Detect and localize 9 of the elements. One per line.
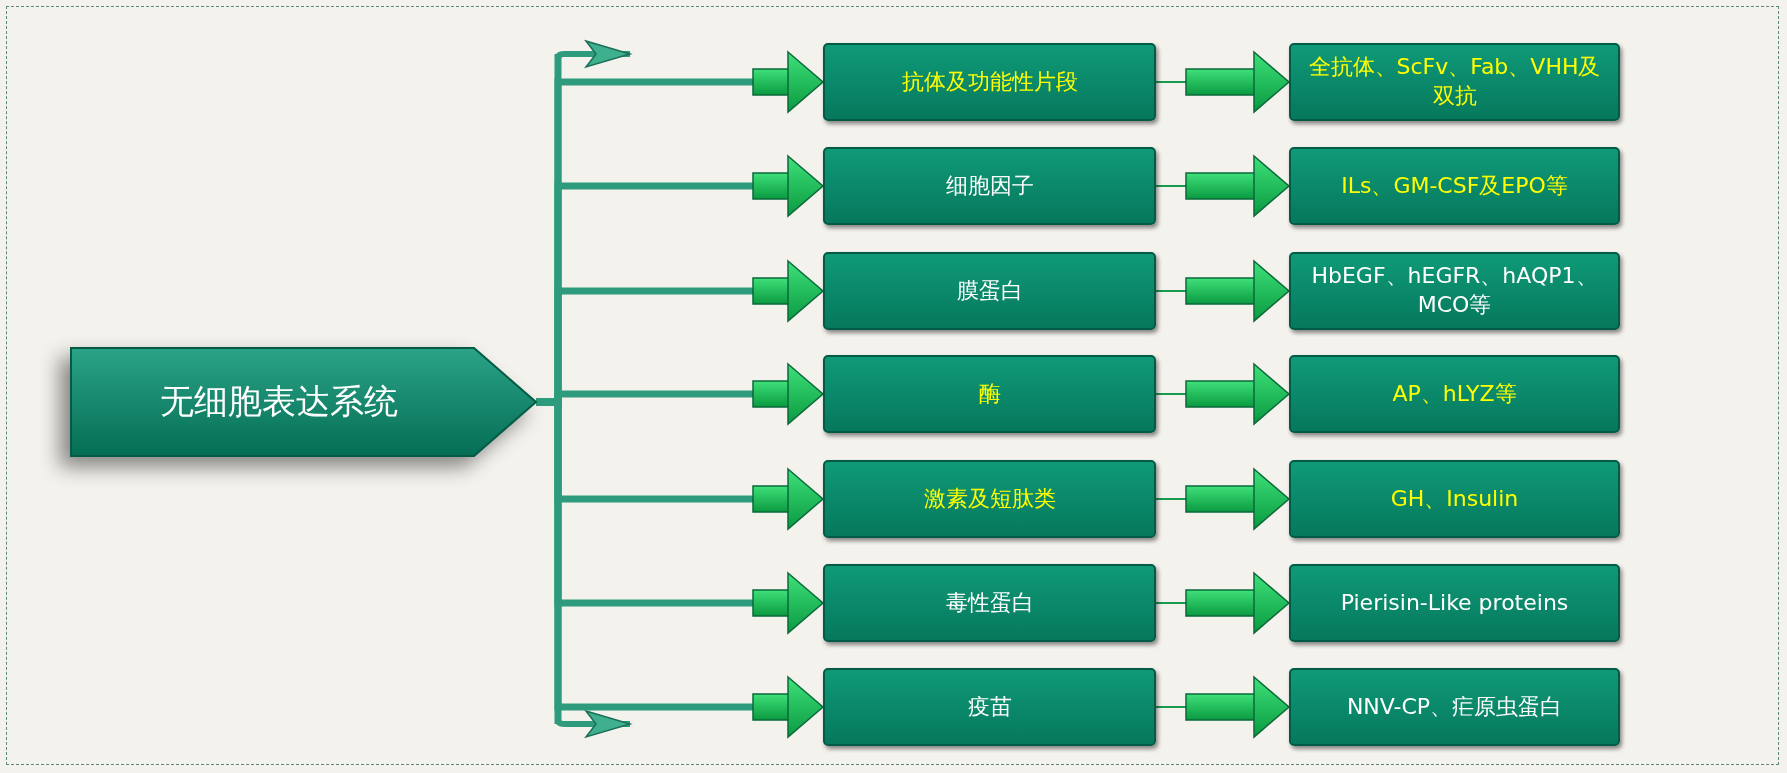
arrow (536, 398, 825, 739)
arrow (1155, 259, 1291, 323)
arrow-shaped-title-box: 无细胞表达系统 (71, 348, 536, 456)
arrow (1155, 362, 1291, 426)
arrow (1155, 154, 1291, 218)
arrow (1155, 50, 1291, 114)
arrow (1155, 675, 1291, 739)
arrow (1155, 467, 1291, 531)
arrow (1155, 571, 1291, 635)
